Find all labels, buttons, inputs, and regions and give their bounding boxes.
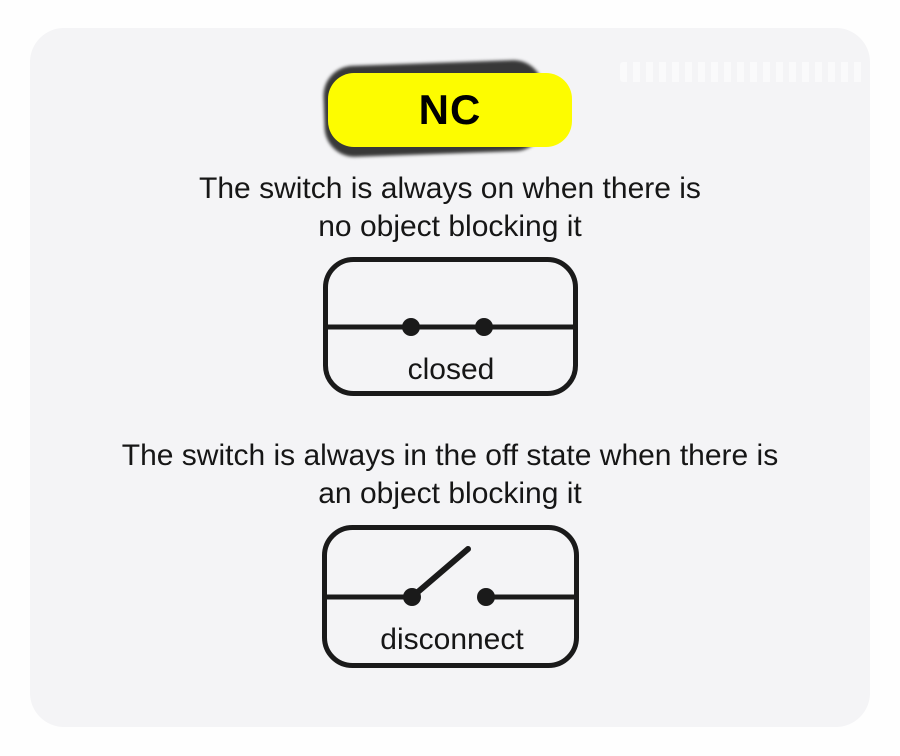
diagram-label: closed [408,353,495,386]
description-line: no object blocking it [318,210,582,243]
open-switch-diagram: disconnect [322,525,579,668]
contact-dot-right [475,318,493,336]
nc-badge-label: NC [418,86,482,133]
closed-state-description: The switch is always on when there is no… [0,170,900,246]
contact-dot-left [402,318,420,336]
closed-switch-diagram: closed [323,257,578,396]
description-line: The switch is always on when there is [199,172,701,205]
description-line: The switch is always in the off state wh… [121,439,779,472]
diagram-label: disconnect [380,623,524,656]
perforation-dots-decoration [620,62,866,82]
contact-dot-right [477,588,495,606]
nc-badge: NC [328,73,572,147]
switch-lever [409,546,471,600]
contact-dot-left [403,588,421,606]
description-line: an object blocking it [318,477,582,510]
open-state-description: The switch is always in the off state wh… [0,437,900,513]
